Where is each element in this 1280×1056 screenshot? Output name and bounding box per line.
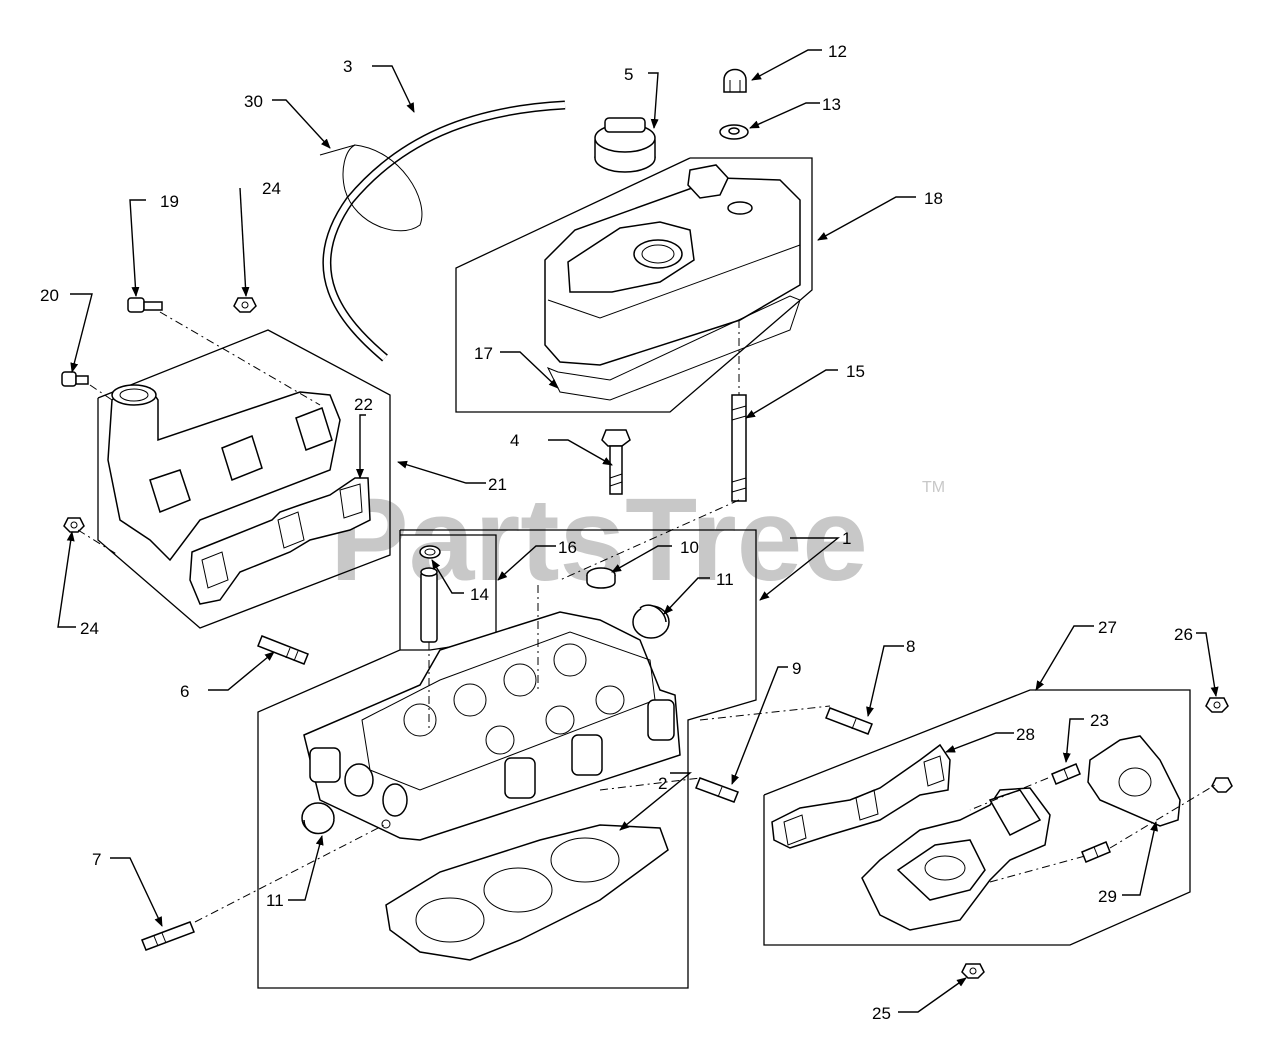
valve-cover <box>544 164 801 366</box>
intake-manifold <box>107 384 341 562</box>
callout-26: 26 <box>1174 625 1193 644</box>
manifold-stud <box>1051 763 1081 785</box>
callout-leaders <box>57 49 1219 1013</box>
callout-30: 30 <box>244 92 263 111</box>
callout-11-upper: 11 <box>716 570 734 589</box>
cover-gasket <box>546 295 801 401</box>
centerline <box>1109 784 1216 849</box>
exhaust-stud-a <box>695 777 739 803</box>
manifold-bolt-side <box>61 371 89 387</box>
callout-8: 8 <box>906 637 915 656</box>
intake-gasket <box>189 477 371 605</box>
centerline <box>194 823 387 923</box>
expansion-plug-upper <box>632 604 670 639</box>
cover-stud <box>731 394 747 502</box>
valve-guide <box>420 567 438 643</box>
flange-nut-right <box>1211 777 1233 793</box>
callout-6: 6 <box>180 682 189 701</box>
breather-hose-inner <box>323 102 566 361</box>
callout-2: 2 <box>658 774 667 793</box>
intake-manifold-group-box <box>97 329 391 629</box>
manifold-bolt <box>127 297 163 313</box>
oil-filler-cap <box>594 117 656 173</box>
cap-nut <box>723 68 747 93</box>
manifold-nut-top <box>233 297 257 313</box>
centerline <box>599 777 701 791</box>
valve-cover-group-box <box>455 157 813 413</box>
intake-stud <box>257 635 309 665</box>
callout-24-top: 24 <box>262 179 281 198</box>
centerline <box>559 499 740 581</box>
flange-gasket <box>1087 735 1181 827</box>
centerline <box>989 855 1086 883</box>
callout-11-lower: 11 <box>266 891 284 910</box>
manifold-stud-lower <box>1081 841 1111 863</box>
callout-5: 5 <box>624 65 633 84</box>
breather-hose <box>322 100 566 362</box>
cylinder-head-gasket <box>385 824 669 961</box>
callout-19: 19 <box>160 192 179 211</box>
callout-22: 22 <box>354 395 373 414</box>
callout-18: 18 <box>924 189 943 208</box>
watermark-trademark: TM <box>922 479 945 496</box>
exhaust-manifold-group-box <box>763 689 1191 946</box>
callout-3: 3 <box>343 57 352 76</box>
intake-gasket-port <box>201 551 229 589</box>
centerline <box>77 529 119 556</box>
callout-29: 29 <box>1098 887 1117 906</box>
centerline <box>159 311 321 406</box>
callout-28: 28 <box>1016 725 1035 744</box>
centerline <box>969 777 1049 811</box>
callout-16: 16 <box>558 538 577 557</box>
side-stud <box>141 921 195 951</box>
cylinder-head <box>303 611 681 841</box>
valve-stem-seal <box>419 545 441 559</box>
manifold-nut-bottom <box>63 517 85 533</box>
callout-20: 20 <box>40 286 59 305</box>
callout-24-bottom: 24 <box>80 619 99 638</box>
callout-10: 10 <box>680 538 699 557</box>
callout-13: 13 <box>822 95 841 114</box>
callout-15: 15 <box>846 362 865 381</box>
callout-21: 21 <box>488 475 507 494</box>
callout-7: 7 <box>92 850 101 869</box>
flange-nut <box>1205 697 1229 713</box>
expansion-plug-lower <box>301 802 335 835</box>
hose-clamp <box>319 144 423 232</box>
callout-12: 12 <box>828 42 847 61</box>
callout-14: 14 <box>470 585 489 604</box>
callout-25: 25 <box>872 1004 891 1023</box>
exhaust-manifold <box>861 787 1051 931</box>
callout-27: 27 <box>1098 618 1117 637</box>
head-bolt <box>601 429 631 495</box>
seal-washer <box>719 124 749 140</box>
callout-1: 1 <box>842 529 851 548</box>
callout-23: 23 <box>1090 711 1109 730</box>
exhaust-gasket <box>771 743 951 849</box>
centerline <box>699 705 831 721</box>
intake-gasket-port <box>277 511 305 549</box>
centerline <box>89 384 113 401</box>
callout-17: 17 <box>474 344 493 363</box>
callout-9: 9 <box>792 659 801 678</box>
intake-gasket-port <box>339 483 363 519</box>
exhaust-nut <box>961 963 985 979</box>
cup-plug <box>586 567 616 589</box>
cylinder-head-group-box <box>257 529 757 989</box>
exhaust-stud-b <box>825 707 873 735</box>
callout-4: 4 <box>510 431 519 450</box>
